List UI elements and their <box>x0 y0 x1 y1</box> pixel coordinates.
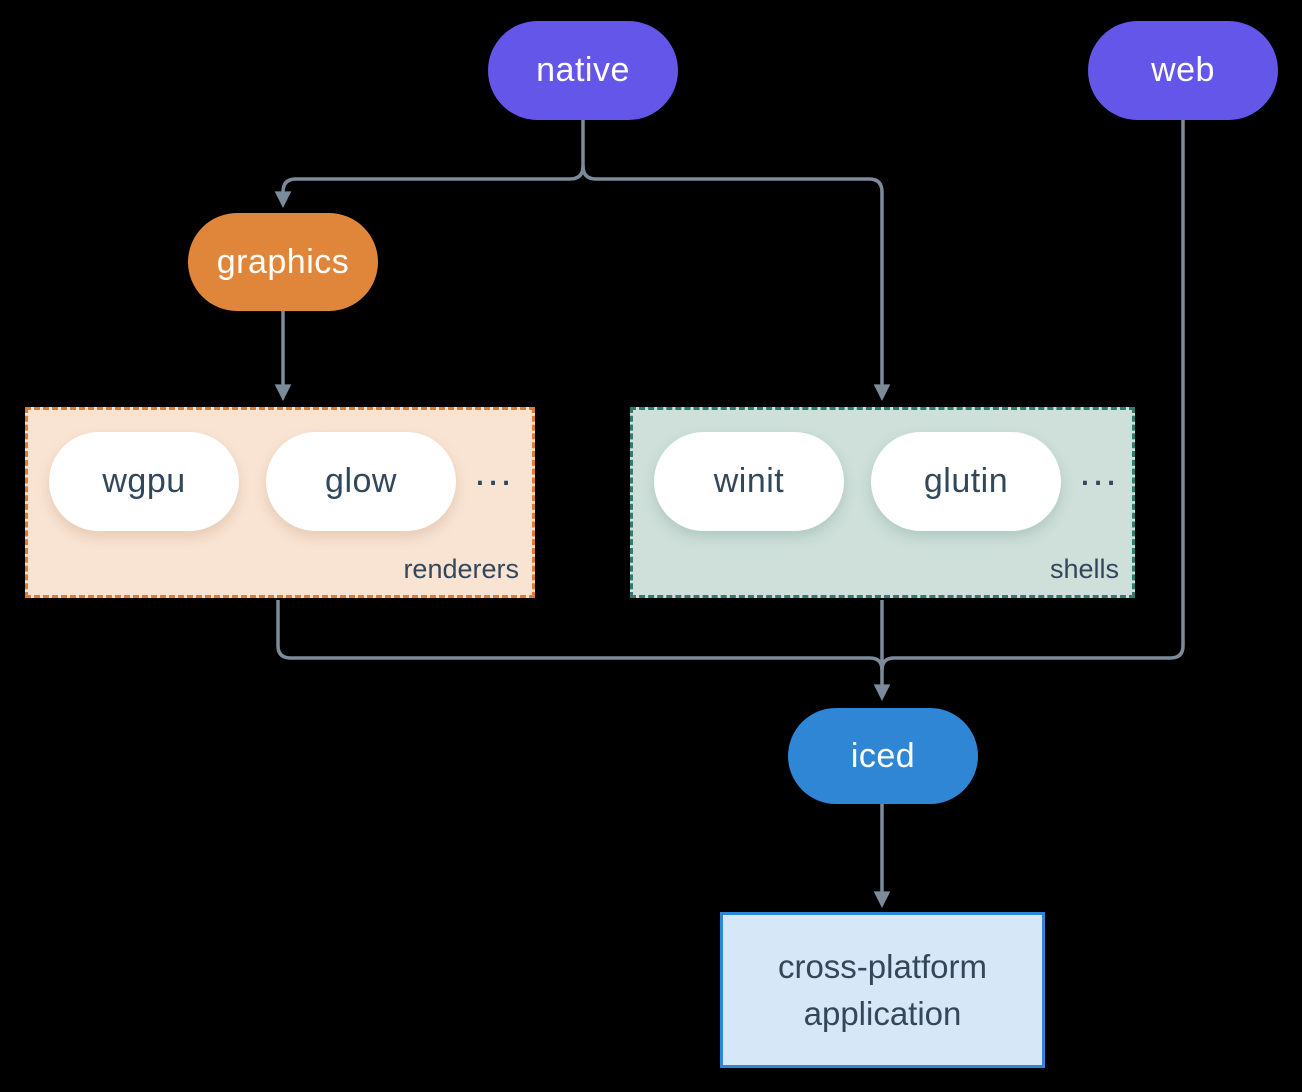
edge-native-to-graphics <box>274 120 585 208</box>
edge-renderers-to-junction <box>276 600 884 671</box>
glutin-node: glutin <box>871 432 1061 531</box>
web-node: web <box>1088 21 1278 120</box>
winit-node: winit <box>654 432 844 531</box>
wgpu-node: wgpu <box>49 432 239 531</box>
renderers-group-label: renderers <box>403 554 519 584</box>
shells-ellipsis: ... <box>1079 450 1119 494</box>
graphics-node: graphics <box>188 213 378 311</box>
glow-node: glow <box>266 432 456 531</box>
renderers-ellipsis: ... <box>474 450 514 494</box>
shells-group-label: shells <box>1049 554 1119 584</box>
iced-node: iced <box>788 708 978 804</box>
application-label-line1: cross-platform <box>777 948 988 985</box>
application-label-line2: application <box>803 995 962 1032</box>
edge-native-to-shells <box>581 165 891 401</box>
renderers-group: wgpu glow ... renderers <box>25 407 535 598</box>
cross-platform-application-node: cross-platform application <box>720 912 1045 1068</box>
native-node: native <box>488 21 678 120</box>
shells-group: winit glutin ... shells <box>630 407 1135 598</box>
